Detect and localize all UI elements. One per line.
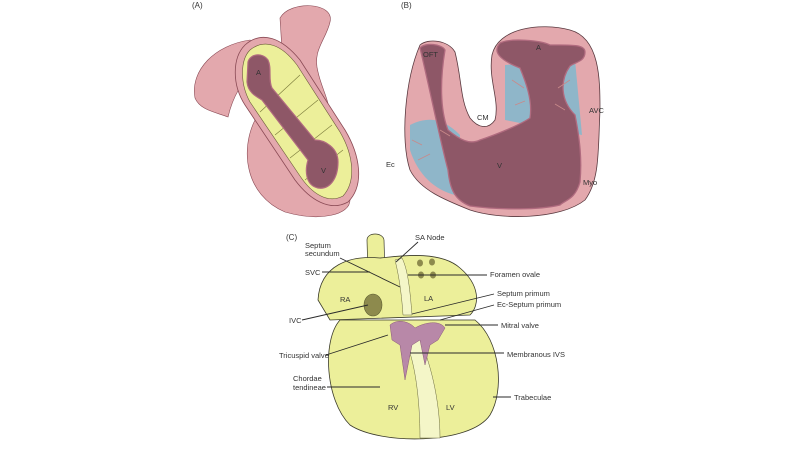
panel-b-label: (B)	[401, 1, 412, 10]
panel-b-cm-label: CM	[477, 113, 489, 122]
ivc-label: IVC	[289, 316, 302, 325]
lv-label: LV	[446, 403, 455, 412]
membranous-ivs-label: Membranous IVS	[507, 350, 565, 359]
panel-b-atrium-label: A	[536, 43, 541, 52]
av-valves	[389, 321, 446, 381]
panel-c: (C) RA LA RV LV Septum secundum SVC IVC …	[279, 233, 565, 440]
heart-tube-cavity	[246, 54, 339, 189]
ivc-opening	[363, 293, 383, 317]
panel-b-oft-label: OFT	[423, 50, 438, 59]
leader-ec-septum-primum	[439, 304, 495, 321]
atrial-septum	[394, 257, 413, 316]
panel-a-label: (A)	[192, 1, 203, 10]
ec-septum-primum-label: Ec-Septum primum	[497, 300, 561, 309]
foramen-dot	[429, 258, 435, 266]
panel-b: (B) OFT A CM AVC V Ec Myo	[386, 1, 604, 217]
leader-ivc	[301, 304, 369, 321]
chordae-label-2: tendineae	[293, 383, 326, 392]
svc-label: SVC	[305, 268, 321, 277]
trabeculae-label: Trabeculae	[514, 393, 551, 402]
panel-b-myo-label: Myo	[583, 178, 597, 187]
chordae-label-1: Chordae	[293, 374, 322, 383]
rv-label: RV	[388, 403, 398, 412]
panel-b-ventricle-label: V	[497, 161, 502, 170]
panel-b-ec-label: Ec	[386, 160, 395, 169]
sa-node-label: SA Node	[415, 233, 445, 242]
leader-septum-secundum	[339, 257, 401, 288]
tricuspid-label: Tricuspid valve	[279, 351, 329, 360]
ra-label: RA	[340, 295, 350, 304]
leader-septum-primum	[411, 293, 495, 315]
leader-sa-node	[395, 241, 419, 263]
foramen-ovale-label: Foramen ovale	[490, 270, 540, 279]
la-label: LA	[424, 294, 433, 303]
panel-a: (A) A V	[192, 1, 360, 217]
leader-tricuspid	[325, 334, 389, 356]
panel-c-label: (C)	[286, 233, 297, 242]
panel-a-atrium-label: A	[256, 68, 261, 77]
foramen-dot	[417, 259, 423, 267]
mitral-valve-label: Mitral valve	[501, 321, 539, 330]
septum-primum-label: Septum primum	[497, 289, 550, 298]
panel-a-ventricle-label: V	[321, 166, 326, 175]
panel-b-avc-label: AVC	[589, 106, 604, 115]
heart-cavity	[419, 39, 586, 210]
septum-secundum-label-2: secundum	[305, 249, 340, 258]
trabeculae-hints	[411, 79, 571, 161]
septum-secundum-label-1: Septum	[305, 241, 331, 250]
ventricles-shape	[328, 319, 499, 440]
